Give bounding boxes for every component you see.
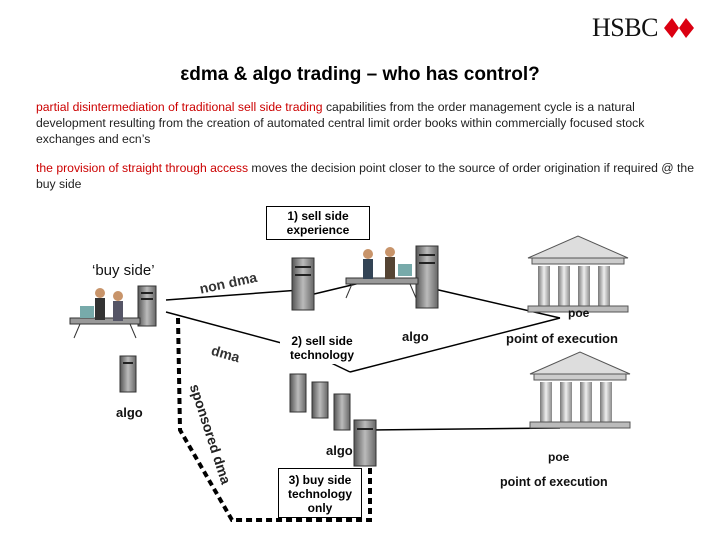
paragraph-straight-through: the provision of straight through access…: [36, 160, 696, 192]
sell-side-experience-label: 1) sell side experience: [266, 206, 370, 240]
buy-side-technology-label: 3) buy side technology only: [278, 468, 362, 518]
paragraph-body: capabilities from the order management c…: [36, 100, 645, 146]
server-icon: [353, 419, 377, 467]
algo-left-label: algo: [116, 405, 143, 420]
server-icon: [333, 393, 351, 431]
server-icon: [415, 245, 439, 309]
paragraph-highlight: partial disintermediation of traditional…: [36, 100, 323, 114]
algo-mid-label: algo: [402, 329, 429, 344]
server-icons: [119, 245, 439, 467]
poe-bottom-label: poe: [548, 450, 570, 464]
point-of-execution-top-label: point of execution: [506, 331, 618, 346]
page-title: εdma & algo trading – who has control?: [180, 64, 540, 85]
line-tech-to-poe: [349, 317, 561, 373]
paragraph-body: moves the decision point closer to the s…: [36, 161, 694, 191]
line-desk-to-poe: [429, 287, 561, 319]
server-icon: [311, 381, 329, 419]
paragraph-disintermediation: partial disintermediation of traditional…: [36, 99, 696, 147]
server-icon: [289, 373, 307, 413]
poe-top-label: poe: [568, 306, 590, 320]
line-sellside-to-desk: [309, 282, 361, 296]
server-icon: [119, 355, 137, 393]
hsbc-logo: HSBC: [592, 14, 702, 42]
sell-side-technology-label: 2) sell side technology: [280, 332, 364, 364]
paragraph-highlight: the provision of straight through access: [36, 161, 249, 175]
sell-side-desk-icon: [345, 247, 419, 299]
trader-desk-icon: [69, 288, 141, 339]
point-of-execution-bottom-label: point of execution: [500, 475, 608, 489]
line-buyside-tech-to-poe: [369, 427, 561, 431]
buy-side-label: ‘buy side’: [92, 262, 155, 279]
algo-bottom-label: algo: [326, 443, 353, 458]
line-dma: [165, 311, 301, 349]
server-icon: [291, 257, 315, 311]
logo-text: HSBC: [592, 13, 658, 42]
exchange-building-icon: [527, 235, 629, 313]
server-icon: [137, 285, 157, 327]
sponsored-dma-route: [176, 317, 372, 522]
hsbc-hexagon-icon: [664, 18, 694, 38]
exchange-building-icon: [529, 351, 631, 429]
line-buyside-to-sellside: [165, 289, 301, 301]
